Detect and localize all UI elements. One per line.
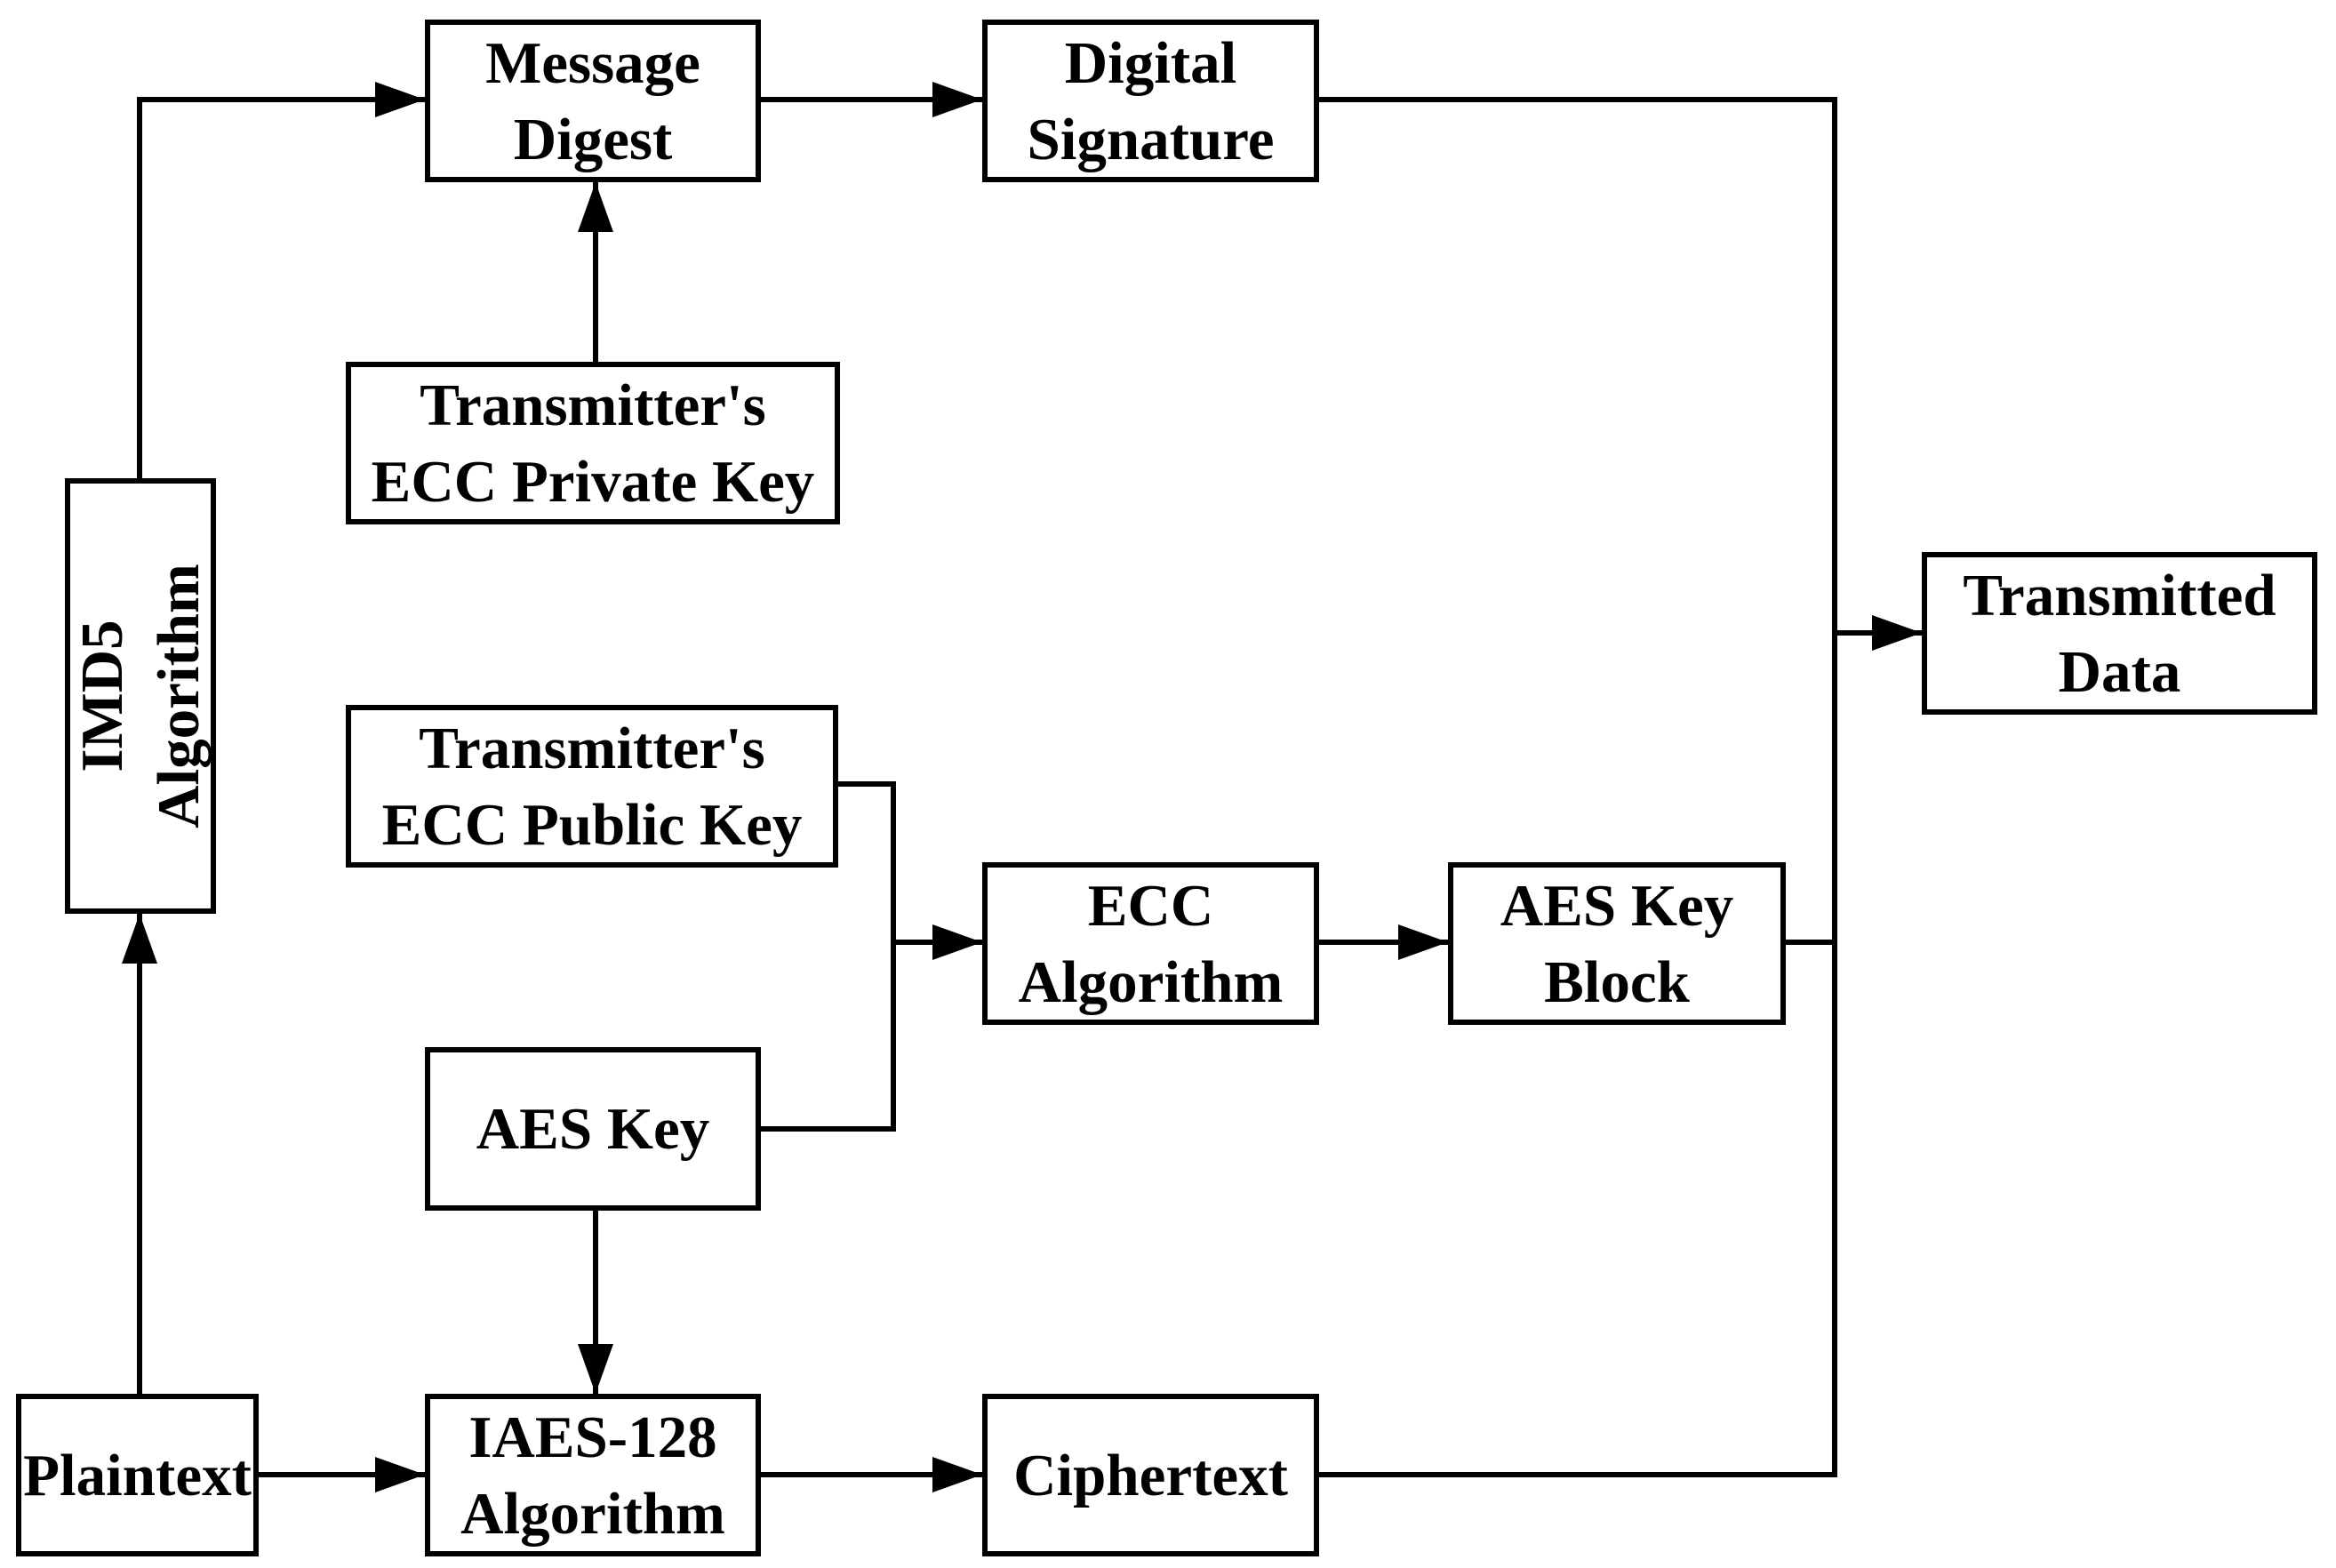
transmitted-data-box: Transmitted Data — [1922, 552, 2317, 715]
ciphertext-box: Ciphertext — [982, 1394, 1319, 1556]
imd5-algorithm-label: IMD5 Algorithm — [69, 564, 212, 828]
private-key-label: Transmitter's ECC Private Key — [371, 372, 815, 515]
ecc-algorithm-box: ECC Algorithm — [982, 862, 1319, 1025]
ciphertext-label: Ciphertext — [1013, 1442, 1288, 1508]
plaintext-box: Plaintext — [16, 1394, 259, 1556]
imd5-algorithm-box: IMD5 Algorithm — [65, 478, 216, 914]
aes-key-block-box: AES Key Block — [1448, 862, 1786, 1025]
aes-key-block-label: AES Key Block — [1500, 872, 1734, 1015]
public-key-label: Transmitter's ECC Public Key — [381, 715, 803, 858]
iaes-128-algorithm-box: IAES-128 Algorithm — [425, 1394, 761, 1556]
plaintext-label: Plaintext — [23, 1442, 252, 1508]
aes-key-label: AES Key — [476, 1096, 710, 1162]
message-digest-box: Message Digest — [425, 20, 761, 182]
aes-key-box: AES Key — [425, 1047, 761, 1211]
edge-imd5-to-message-digest — [137, 82, 425, 478]
edge-public-key-merge — [761, 781, 896, 1132]
transmitted-data-label: Transmitted Data — [1963, 562, 2276, 705]
public-key-box: Transmitter's ECC Public Key — [346, 705, 838, 868]
message-digest-label: Message Digest — [485, 29, 700, 172]
private-key-box: Transmitter's ECC Private Key — [346, 362, 840, 524]
digital-signature-box: Digital Signature — [982, 20, 1319, 182]
iaes-128-algorithm-label: IAES-128 Algorithm — [460, 1404, 725, 1547]
digital-signature-label: Digital Signature — [1027, 29, 1275, 172]
edge-digital-signature-to-bus — [1319, 97, 1837, 1477]
ecc-algorithm-label: ECC Algorithm — [1018, 872, 1284, 1015]
